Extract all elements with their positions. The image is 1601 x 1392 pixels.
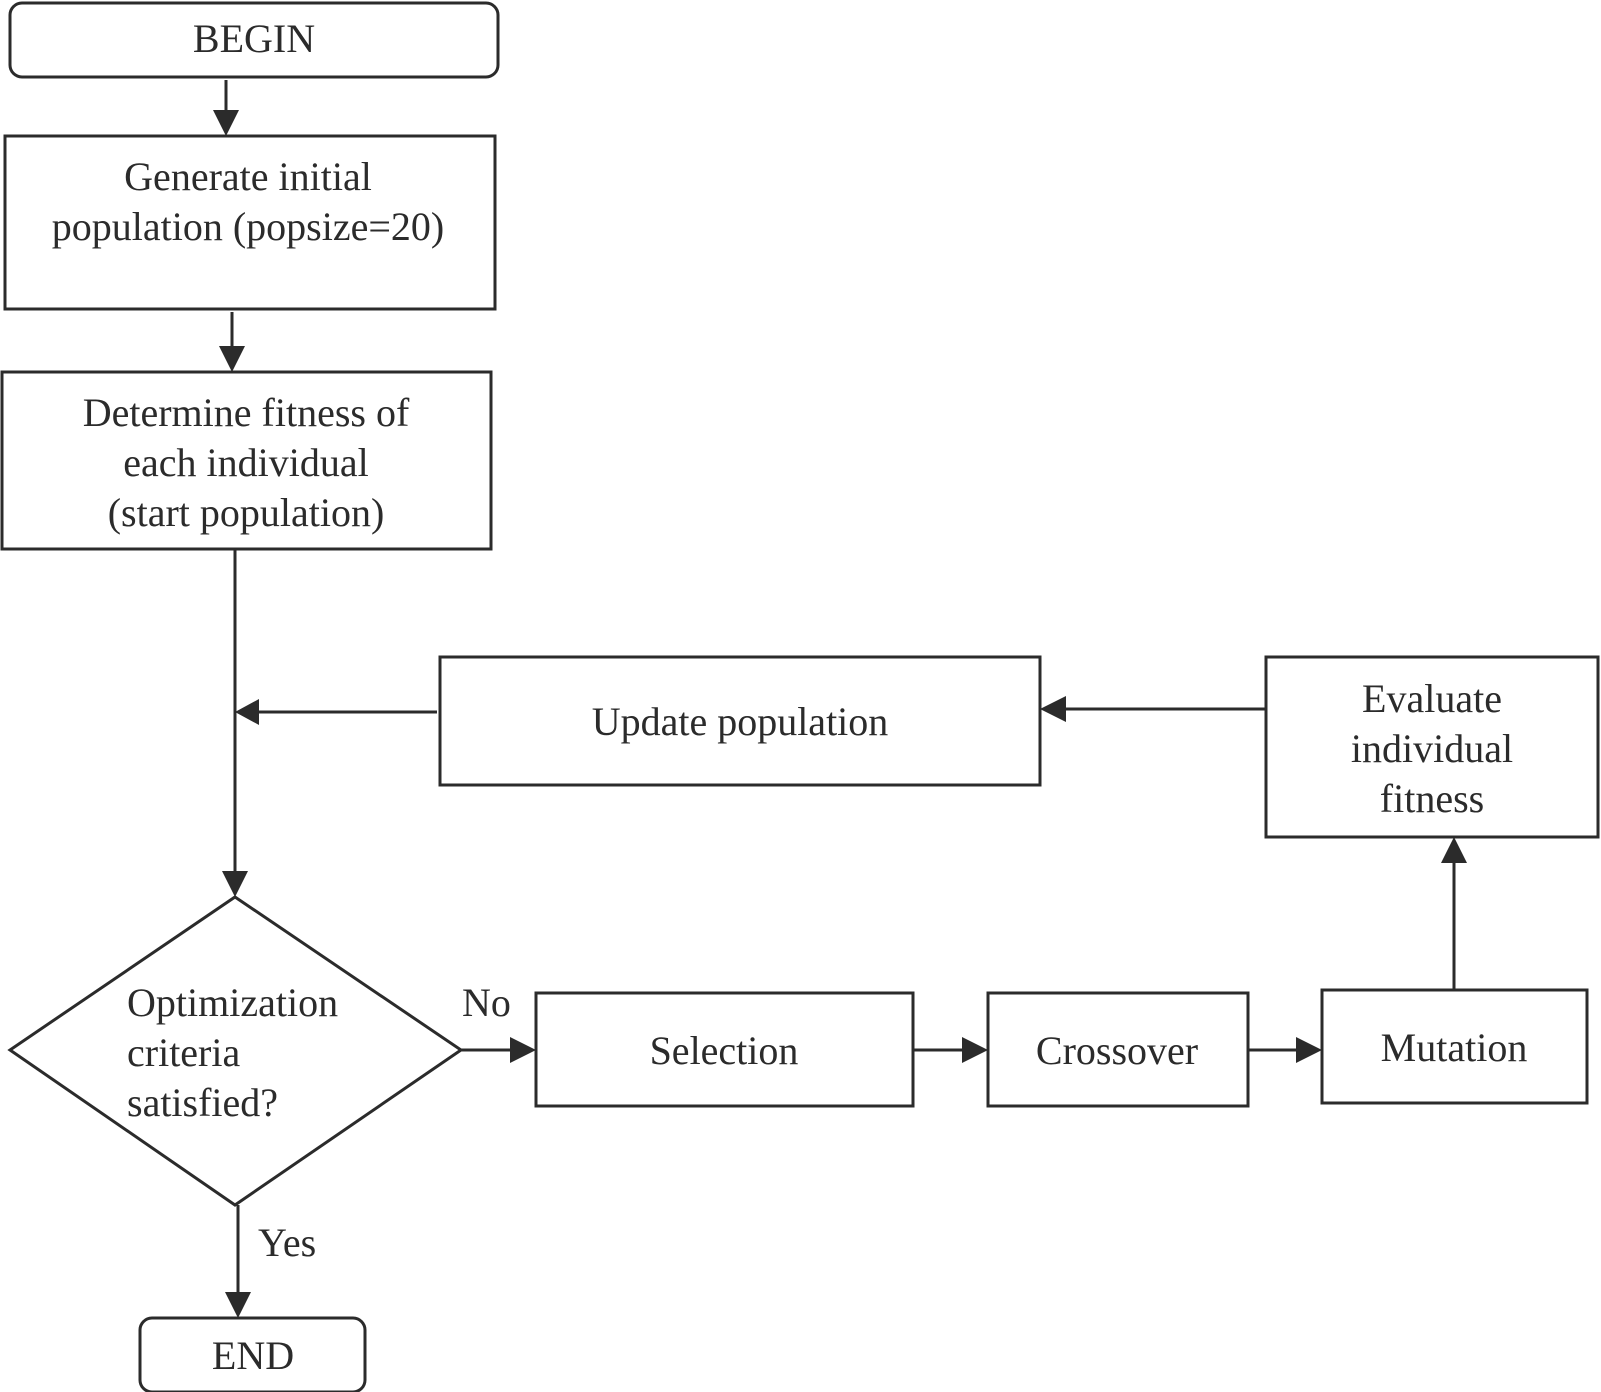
edge-decision-to-selection <box>461 1037 536 1063</box>
edge-determine-to-decision <box>222 549 248 897</box>
mutation-node: Mutation <box>1320 988 1589 1105</box>
evaluate-label-line-2: individual <box>1351 726 1513 771</box>
update-label: Update population <box>592 699 889 744</box>
generate-population-node: Generate initial population (popsize=20) <box>3 134 497 311</box>
edge-generate-to-determine <box>219 312 245 372</box>
evaluate-label-line-1: Evaluate <box>1362 676 1502 721</box>
determine-label-line-3: (start population) <box>108 490 385 535</box>
end-label: END <box>212 1333 294 1378</box>
edge-decision-to-end <box>225 1205 251 1318</box>
update-population-node: Update population <box>438 655 1042 787</box>
begin-label: BEGIN <box>193 16 315 61</box>
evaluate-fitness-node: Evaluate individual fitness <box>1264 655 1600 839</box>
decision-label-line-1: Optimization <box>127 980 338 1025</box>
edge-selection-to-crossover <box>913 1037 988 1063</box>
mutation-label: Mutation <box>1381 1025 1528 1070</box>
evaluate-label-line-3: fitness <box>1380 776 1484 821</box>
edge-update-to-main-line <box>235 699 437 725</box>
no-edge-label: No <box>462 980 511 1025</box>
generate-label-line-1: Generate initial <box>124 154 372 199</box>
decision-node: Optimization criteria satisfied? <box>7 895 464 1207</box>
end-node: END <box>138 1316 367 1392</box>
edge-mutation-to-evaluate <box>1441 837 1467 990</box>
crossover-label: Crossover <box>1036 1028 1198 1073</box>
generate-label-line-2: population (popsize=20) <box>52 204 444 249</box>
determine-fitness-node: Determine fitness of each individual (st… <box>0 370 493 551</box>
yes-edge-label: Yes <box>258 1220 316 1265</box>
selection-label: Selection <box>650 1028 799 1073</box>
determine-label-line-2: each individual <box>123 440 368 485</box>
determine-label-line-1: Determine fitness of <box>83 390 410 435</box>
selection-node: Selection <box>534 991 915 1108</box>
edge-begin-to-generate <box>213 80 239 136</box>
edge-crossover-to-mutation <box>1248 1037 1322 1063</box>
crossover-node: Crossover <box>986 991 1250 1108</box>
edge-evaluate-to-update <box>1040 696 1266 722</box>
decision-label-line-2: criteria <box>127 1030 240 1075</box>
begin-node: BEGIN <box>8 1 500 79</box>
decision-label-line-3: satisfied? <box>127 1080 278 1125</box>
